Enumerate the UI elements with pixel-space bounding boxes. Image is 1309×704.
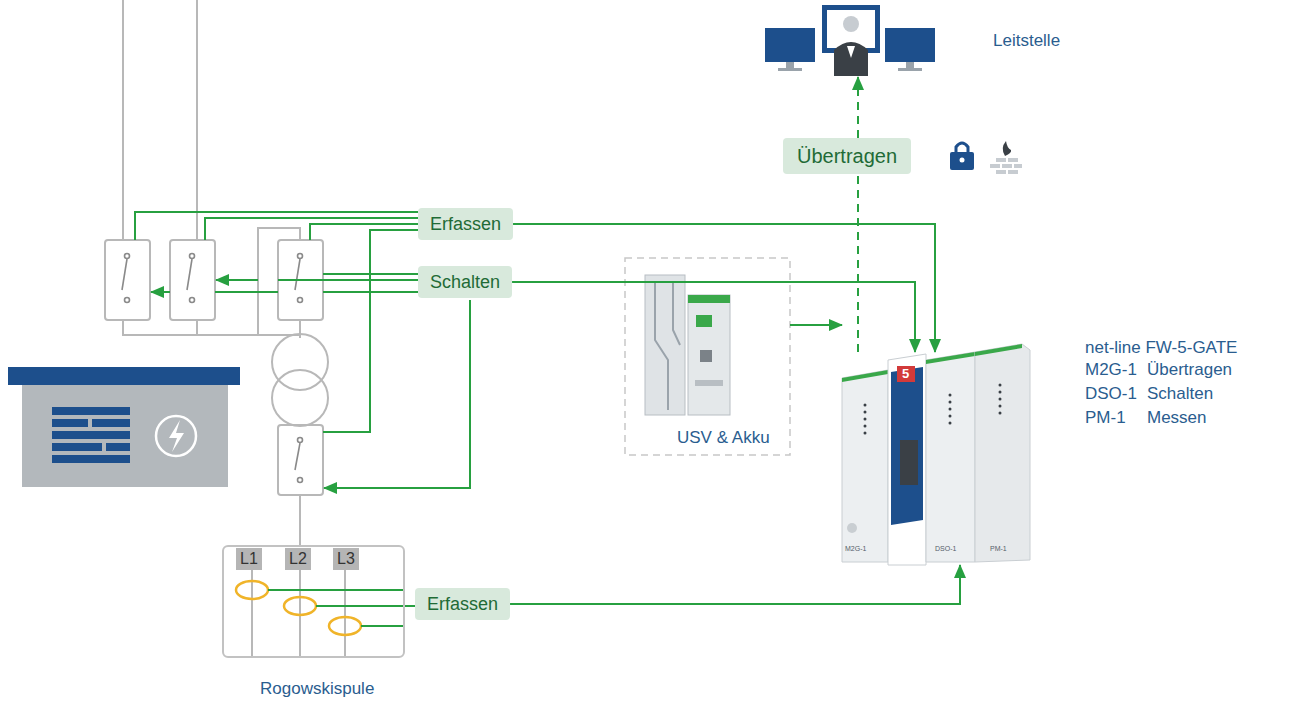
module-name: M2G-1 — [1085, 360, 1137, 380]
substation-building — [8, 367, 240, 487]
node-text: USV & Akku — [677, 428, 770, 448]
step-label: Erfassen — [418, 208, 513, 240]
node-text: L2 — [289, 550, 307, 568]
phase-label: L2 — [285, 548, 311, 570]
ups-battery — [625, 258, 790, 455]
module-name: DSO-1 — [1085, 384, 1137, 404]
step-label: Erfassen — [415, 588, 510, 620]
module-name: PM-1 — [1085, 408, 1126, 428]
node-text: Übertragen — [797, 145, 897, 167]
step-label: Übertragen — [783, 138, 911, 174]
module-print: M2G-1 — [845, 545, 866, 552]
security-icon — [950, 141, 1022, 174]
phase-label: L3 — [333, 548, 359, 570]
connector — [513, 224, 935, 352]
step-label: Schalten — [418, 266, 512, 298]
module-function: Schalten — [1147, 384, 1213, 404]
measure-wire — [268, 590, 405, 626]
monitor-icon — [765, 5, 935, 76]
connector — [512, 282, 915, 352]
node-text: Schalten — [430, 272, 500, 292]
ups-box: USV & Akku — [625, 258, 790, 455]
node-text: net-line FW-5-GATE — [1085, 338, 1237, 358]
signal-wire — [135, 212, 470, 488]
phase-label: L1 — [236, 548, 262, 570]
transformer-symbol — [272, 320, 328, 426]
rogowski-box: RogowskispuleL1L2L3 — [222, 545, 405, 658]
control-room: Leitstelle — [765, 5, 935, 77]
brand-mark: 5 — [902, 366, 909, 381]
module-print: DSO-1 — [935, 545, 956, 552]
connector — [857, 77, 859, 138]
node-text: Erfassen — [430, 214, 501, 234]
connector — [857, 174, 859, 352]
module-print: PM-1 — [990, 545, 1007, 552]
node-text: L3 — [337, 550, 355, 568]
node-text: L1 — [240, 550, 258, 568]
node-text: Erfassen — [427, 594, 498, 614]
module-function: Übertragen — [1147, 360, 1232, 380]
node-text: Rogowskispule — [260, 679, 374, 699]
module-function: Messen — [1147, 408, 1207, 428]
connector — [790, 324, 842, 326]
node-text: Leitstelle — [993, 31, 1060, 51]
gateway: net-line FW-5-GATE — [842, 352, 1030, 565]
connector — [510, 565, 960, 604]
phase-conductor — [252, 570, 345, 658]
connector — [405, 605, 415, 607]
gateway-device — [842, 344, 1030, 565]
